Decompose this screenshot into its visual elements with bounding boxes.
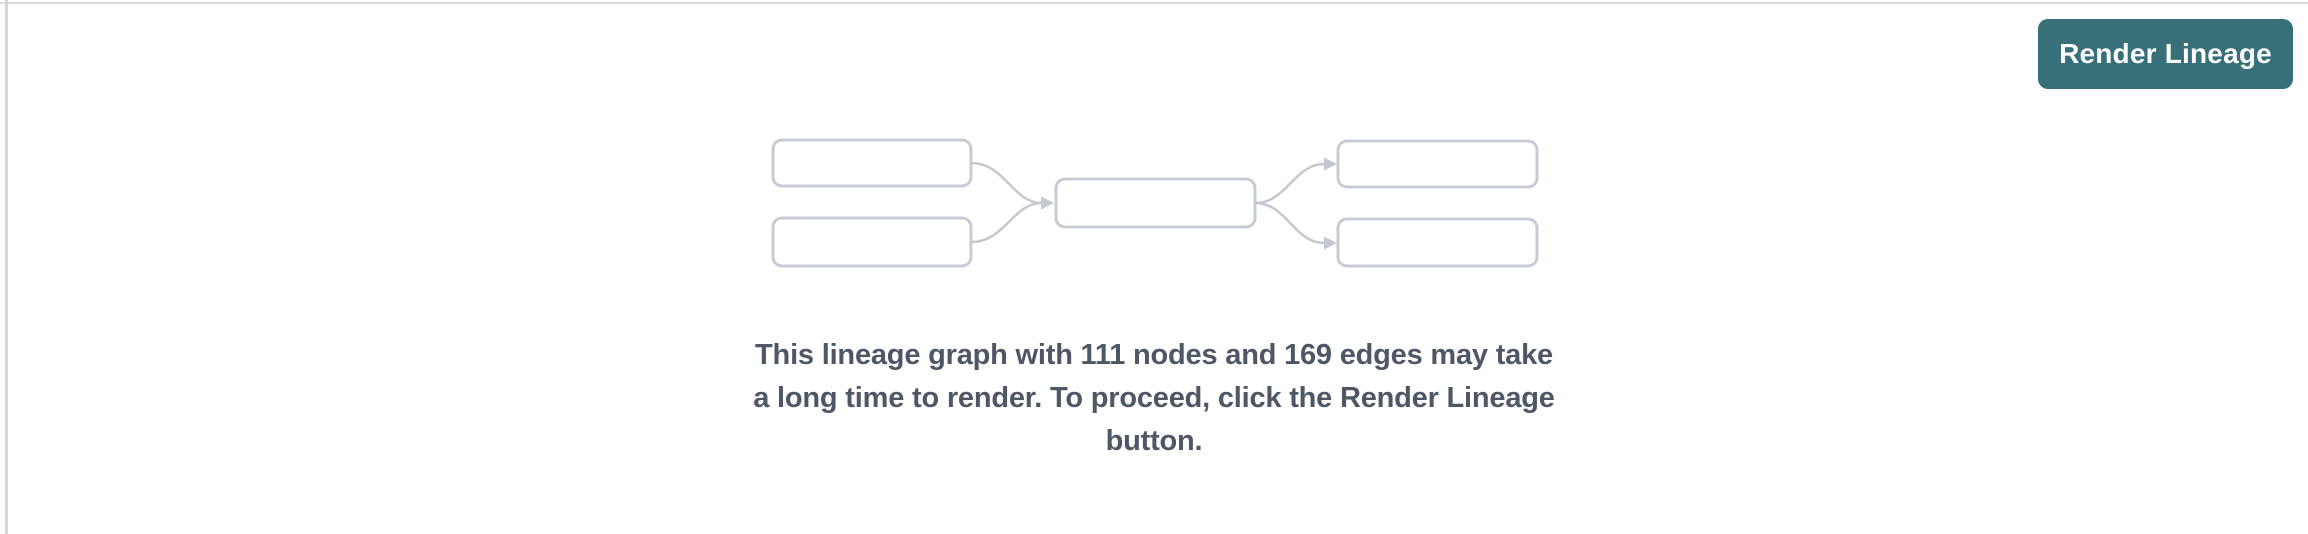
graph-node-box — [771, 216, 973, 268]
render-lineage-button-label: Render Lineage — [2059, 38, 2272, 69]
graph-node-box — [1336, 217, 1539, 268]
graph-arrowhead-icon — [1324, 157, 1337, 171]
graph-node-box — [1336, 139, 1539, 189]
render-warning-line: button. — [1105, 425, 1203, 457]
graph-arrowhead-icon — [1324, 236, 1337, 250]
render-warning-line: This lineage graph with 111 nodes and 16… — [755, 339, 1553, 371]
graph-edge-arrow — [969, 201, 1043, 244]
graph-node-box — [771, 138, 973, 188]
top-divider — [0, 2, 2308, 4]
render-warning-message: This lineage graph with 111 nodes and 16… — [0, 334, 2308, 463]
graph-node-box — [1054, 177, 1257, 229]
render-warning-line: a long time to render. To proceed, click… — [753, 382, 1555, 414]
render-lineage-button[interactable]: Render Lineage — [2038, 19, 2293, 89]
graph-arrowhead-icon — [1041, 196, 1054, 210]
graph-edge-arrow — [969, 161, 1043, 205]
lineage-graph-icon — [771, 138, 1539, 268]
graph-edge-arrow — [1253, 162, 1326, 205]
left-panel-divider — [5, 0, 8, 534]
graph-edge-arrow — [1253, 201, 1326, 245]
